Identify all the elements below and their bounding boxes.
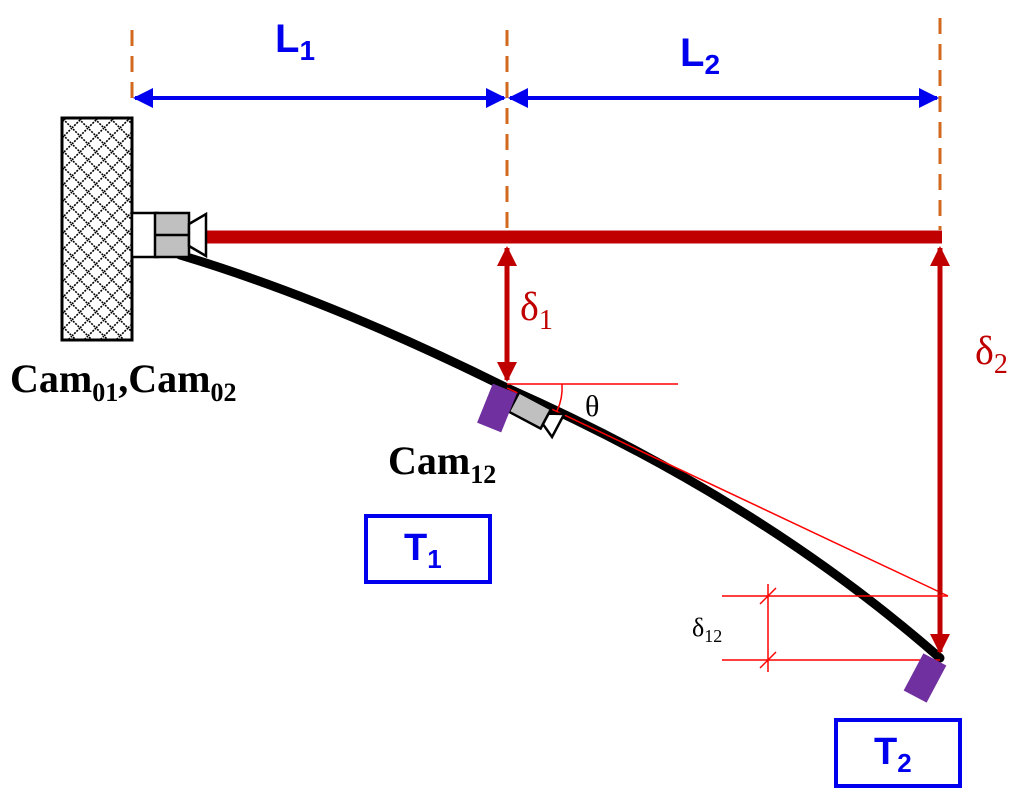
delta12-tick-upper xyxy=(759,587,777,605)
t2-label: T2 xyxy=(874,731,912,778)
t1-label: T1 xyxy=(404,527,442,574)
l2-label: L2 xyxy=(680,31,720,80)
delta2-label: δ2 xyxy=(975,328,1008,380)
l1-label: L1 xyxy=(275,17,315,66)
t2-box xyxy=(834,718,962,788)
delta1-label: δ1 xyxy=(520,284,553,336)
fixed-camera-icon xyxy=(130,211,208,259)
tangent-line xyxy=(506,387,949,597)
t1-box xyxy=(364,514,492,584)
fixed-cameras-label: Cam01,Cam02 xyxy=(10,356,236,407)
theta-label: θ xyxy=(585,390,599,423)
deformed-beam xyxy=(175,250,945,663)
fixed-wall xyxy=(60,116,134,342)
delta12-label: δ12 xyxy=(692,613,722,646)
theta-angle-arc xyxy=(556,383,563,412)
delta12-tick-lower xyxy=(759,651,777,669)
cam12-camera-icon xyxy=(507,390,567,440)
cam12-label: Cam12 xyxy=(388,438,496,489)
target-1-marker xyxy=(477,383,517,433)
target-2-marker xyxy=(903,653,947,703)
